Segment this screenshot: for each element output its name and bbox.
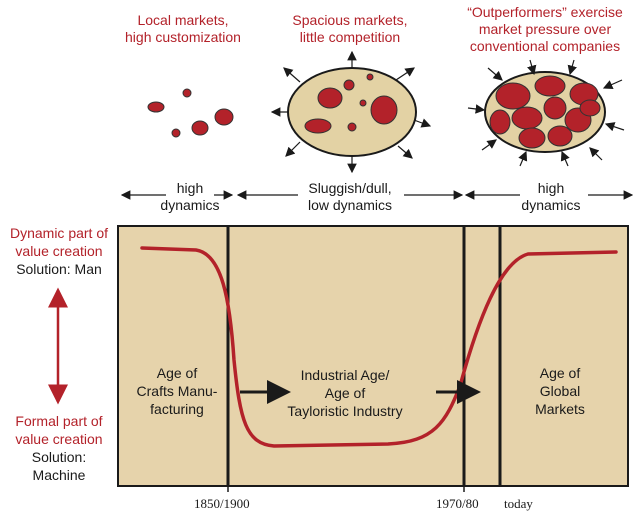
- spacious-market: [270, 50, 432, 174]
- age-industrial-label: Industrial Age/ Age of Tayloristic Indus…: [287, 367, 403, 419]
- local-markets-label: Local markets, high customization: [125, 12, 241, 45]
- company-blob: [534, 75, 566, 97]
- dynamic-part-label: Dynamic part of value creation Solution:…: [9, 225, 109, 277]
- local-market-blob: [191, 120, 209, 136]
- company-blob: [489, 109, 511, 135]
- crowded-market: [467, 59, 625, 167]
- company-blob: [547, 125, 573, 147]
- company-blob: [347, 122, 357, 132]
- outperformers-label: “Outperformers” exercise market pressure…: [467, 4, 623, 54]
- tick-today: today: [504, 496, 533, 511]
- value-creation-panel: [117, 225, 629, 487]
- company-blob: [511, 106, 543, 130]
- local-market-blob: [171, 128, 181, 138]
- dynamics-middle-label: Sluggish/dull, low dynamics: [307, 180, 393, 213]
- age-crafts-label: Age of Crafts Manu- facturing: [136, 365, 218, 417]
- tick-1970-80: 1970/80: [436, 496, 479, 511]
- spacious-markets-label: Spacious markets, little competition: [292, 12, 408, 45]
- company-blob: [518, 127, 546, 149]
- age-global-label: Age of Global Markets: [535, 365, 585, 417]
- company-blob: [343, 79, 355, 91]
- local-market-blob: [182, 88, 192, 98]
- company-blob: [495, 82, 531, 110]
- dynamics-right-label: high dynamics: [521, 180, 581, 213]
- company-blob: [304, 118, 332, 134]
- formal-part-label: Formal part of value creation Solution: …: [15, 413, 103, 483]
- local-market-blob: [147, 101, 165, 113]
- company-blob: [317, 87, 343, 109]
- dynamics-curve: [140, 246, 618, 448]
- local-markets-cluster: [147, 88, 234, 138]
- company-blob: [543, 96, 567, 120]
- local-market-blob: [214, 108, 234, 126]
- company-blob: [370, 95, 398, 125]
- tick-1850-1900: 1850/1900: [194, 496, 250, 511]
- dynamics-left-label: high dynamics: [160, 180, 220, 213]
- company-blob: [579, 99, 601, 117]
- company-blob: [359, 99, 367, 107]
- company-blob: [366, 73, 374, 81]
